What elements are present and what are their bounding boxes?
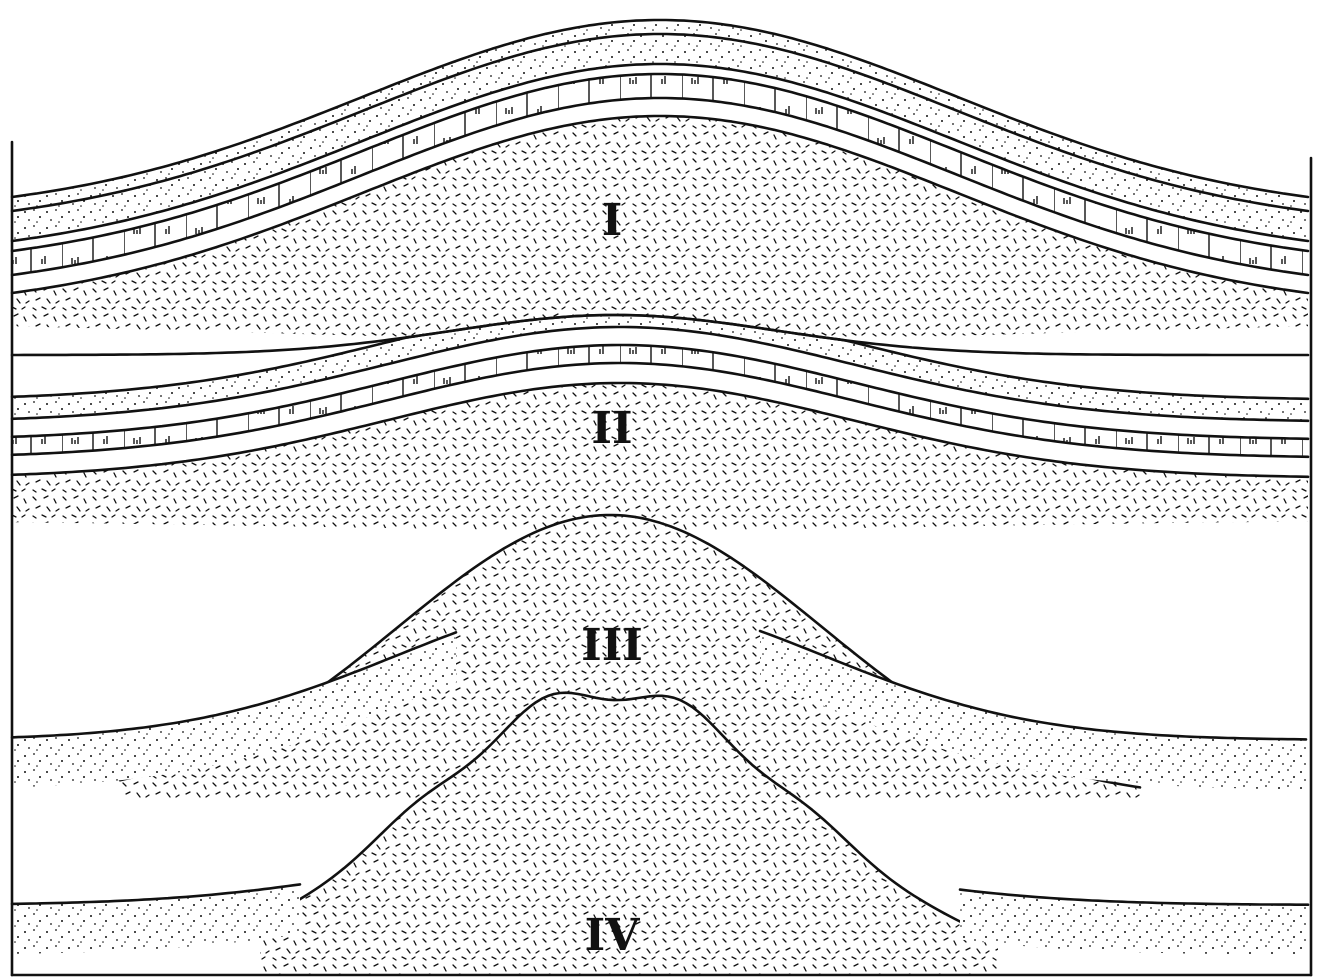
bedding-line [10,114,1310,295]
right-flank-strata [760,631,1306,790]
section-label-4: IV [585,910,641,961]
bedding-line [10,62,1310,243]
bedding-line [10,343,1310,441]
bedding-line [958,888,1310,906]
bedding-line [10,883,302,906]
bedding-line [10,381,1310,479]
stratum-band [12,363,1308,477]
right-flank-strata [960,889,1308,955]
bedding-line [10,361,1310,459]
fold-section-1 [10,18,1310,340]
fold-section-3 [10,513,1308,800]
fold-section-4 [10,691,1310,975]
section-label-3: III [581,620,643,671]
section-label-1: I [602,195,623,246]
fold-section-2 [10,313,1310,530]
bedding-line [10,631,458,739]
left-flank-strata [12,884,300,954]
section-label-2: II [591,403,632,454]
granite-core [260,692,998,975]
bedding-line [10,96,1310,277]
granite-core [12,116,1308,340]
bedding-line [10,72,1310,253]
granite-core [12,383,1308,530]
bedding-line [10,325,1310,423]
left-flank-strata [12,632,456,788]
bedding-line [758,629,1308,741]
bedding-line [10,32,1310,213]
bedding-line [10,313,1310,401]
peak-profile [258,691,1000,940]
bedding-line [10,18,1310,199]
